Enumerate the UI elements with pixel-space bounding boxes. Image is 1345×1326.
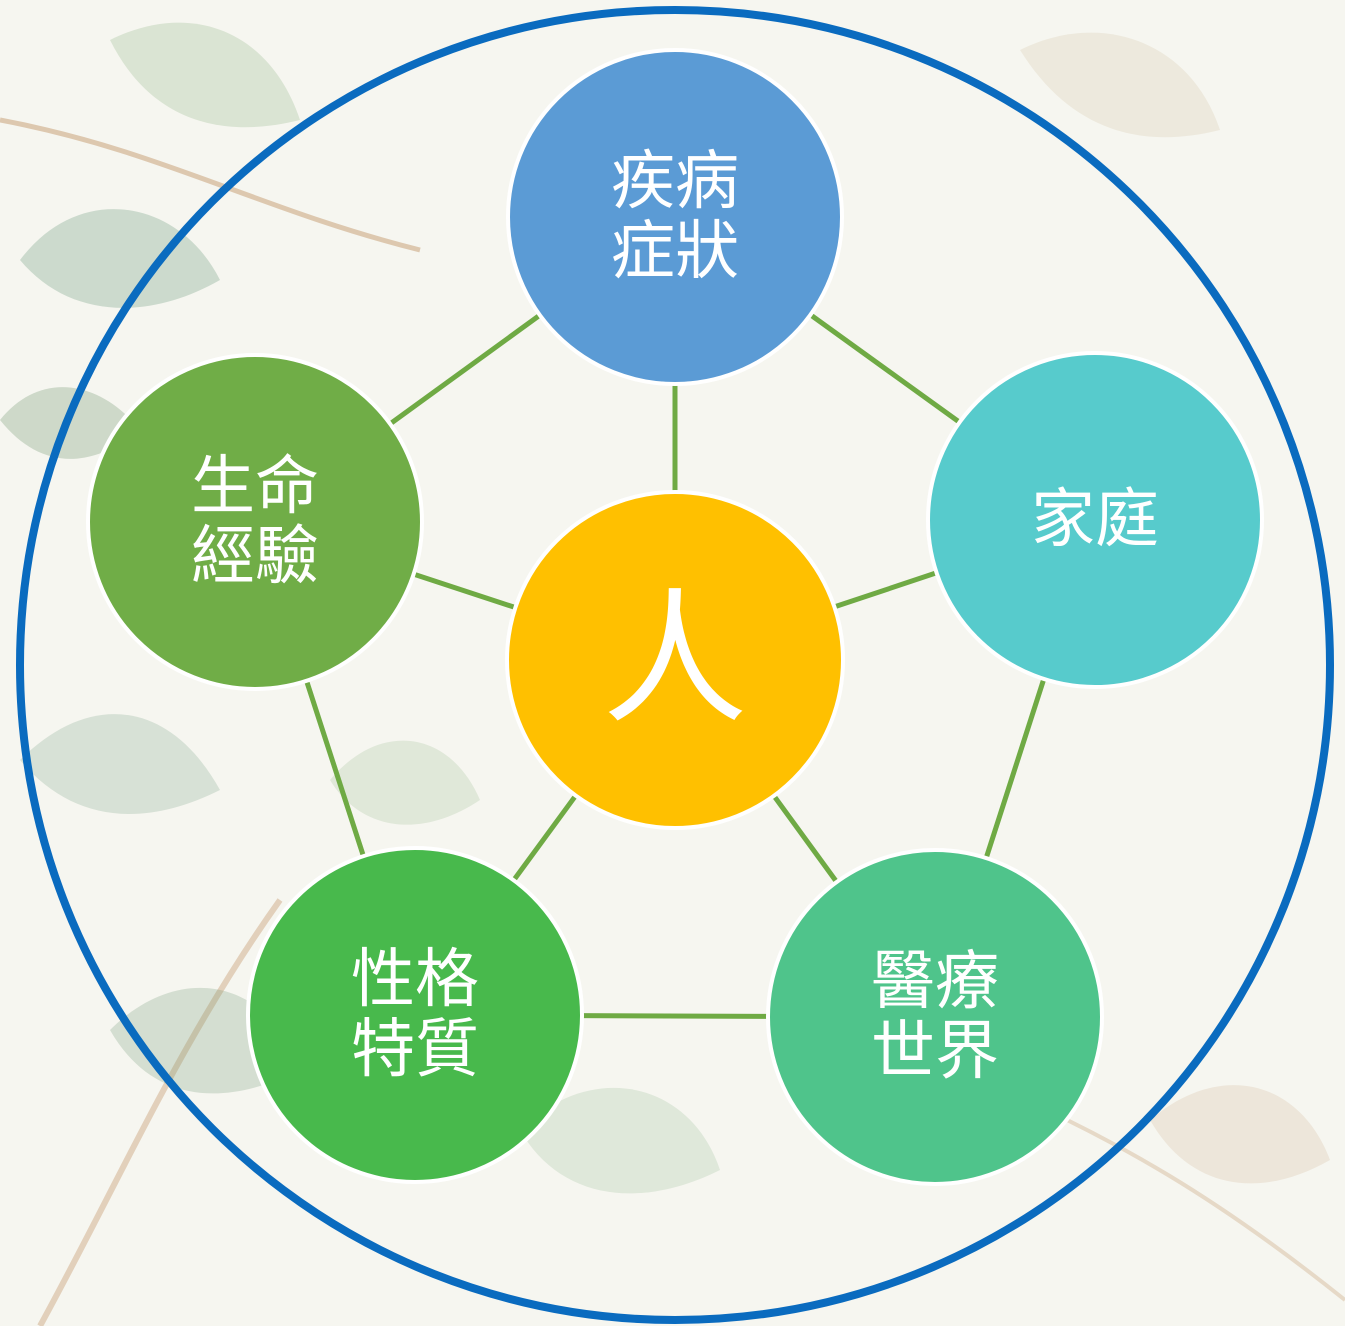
link-line-family-medical (983, 676, 1047, 861)
leaf-shape (20, 714, 220, 814)
node-label-medical-line-2: 世界 (871, 1015, 999, 1089)
node-label-medical-line-1: 醫療 (871, 945, 999, 1019)
node-circle-disease (506, 48, 844, 386)
outer-ring (16, 6, 1334, 1324)
center-spokes (410, 382, 940, 886)
node-circle-personality (246, 846, 584, 1184)
outer-links (303, 311, 1047, 1019)
node-circle-medical (766, 848, 1104, 1186)
node-label-disease-line-1: 疾病 (611, 145, 739, 219)
leaf-shape (520, 1087, 720, 1194)
spoke-line-family (831, 569, 940, 610)
branch-line (0, 117, 421, 253)
leaf-shape (330, 740, 480, 825)
leaf-shape (20, 209, 220, 308)
center-label: 人 (603, 576, 748, 745)
link-line-life-disease (387, 311, 543, 428)
node-family: 家庭 (926, 351, 1264, 689)
leaf-shape (1150, 1085, 1330, 1184)
link-line-disease-family (807, 311, 963, 426)
spoke-line-life (410, 571, 519, 611)
spoke-line-medical (770, 792, 840, 886)
spoke-line-personality (510, 792, 579, 884)
leaf-shape (1020, 32, 1220, 138)
node-label-life-line-2: 經驗 (191, 520, 319, 594)
node-label-family-line-1: 家庭 (1031, 483, 1159, 557)
node-circle-life (86, 353, 424, 691)
center-circle (505, 490, 845, 830)
node-label-personality-line-2: 特質 (351, 1013, 479, 1087)
branch-line (37, 898, 283, 1326)
link-line-medical-personality (579, 1013, 771, 1019)
link-line-personality-life (303, 678, 367, 859)
leaf-shape (110, 22, 300, 128)
center-node: 人 (505, 490, 845, 830)
node-label-personality-line-1: 性格 (351, 943, 479, 1017)
node-label-disease-line-2: 症狀 (611, 215, 739, 289)
node-circle-family (926, 351, 1264, 689)
node-label-life-line-1: 生命 (191, 450, 319, 524)
